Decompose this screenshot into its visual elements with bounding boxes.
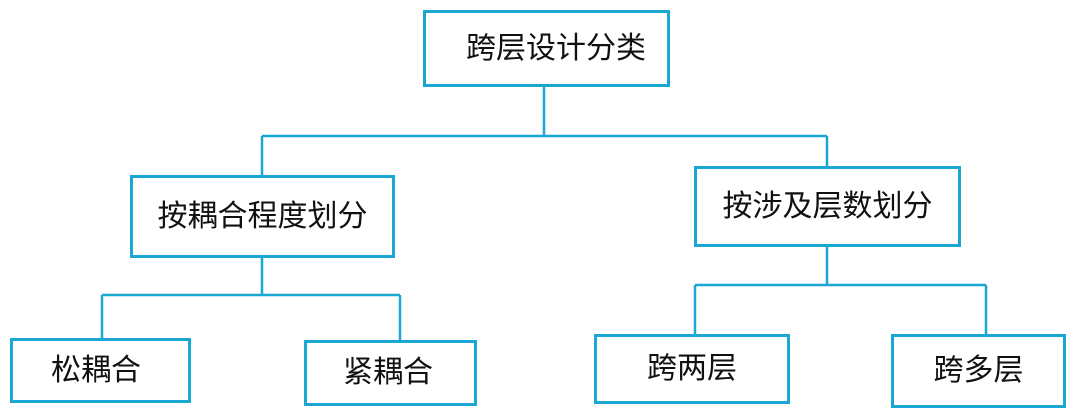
loose-coupling-node: 松耦合 — [10, 338, 191, 403]
tight-coupling-label: 紧耦合 — [343, 355, 433, 390]
two-layers-node: 跨两层 — [594, 334, 790, 404]
loose-coupling-label: 松耦合 — [51, 352, 141, 388]
layer-count-node: 按涉及层数划分 — [694, 166, 961, 247]
coupling-degree-label: 按耦合程度划分 — [157, 198, 368, 234]
tight-coupling-node: 紧耦合 — [304, 340, 477, 406]
root-node: 跨层设计分类 — [423, 10, 670, 87]
multi-layers-label: 跨多层 — [933, 353, 1024, 388]
multi-layers-node: 跨多层 — [891, 334, 1066, 408]
two-layers-label: 跨两层 — [647, 351, 737, 386]
root-label: 跨层设计分类 — [466, 30, 646, 66]
layer-count-label: 按涉及层数划分 — [722, 188, 933, 224]
coupling-degree-node: 按耦合程度划分 — [130, 175, 395, 258]
